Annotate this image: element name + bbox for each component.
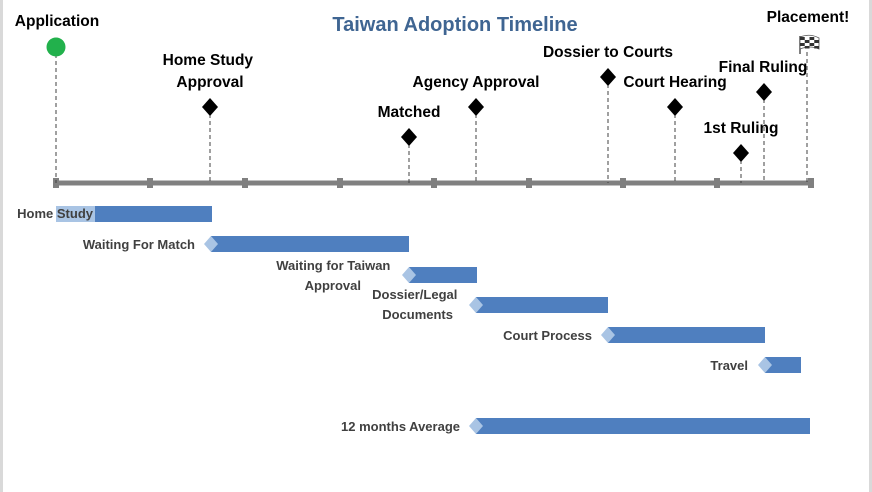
task-waiting-for-taiwan-approval: Waiting for Taiwan Approval	[276, 258, 477, 293]
task-label: Dossier/Legal Documents	[372, 287, 461, 322]
tasks: Home Study Waiting For Match Waiting for…	[17, 206, 810, 434]
diamond-icon	[667, 98, 683, 116]
milestone-home-study-approval: Home Study Approval	[163, 52, 258, 183]
task-court-process: Court Process	[503, 327, 765, 343]
axis-tick	[808, 178, 814, 188]
axis-tick	[147, 178, 153, 188]
task-label: Waiting For Match	[83, 237, 195, 252]
task-dossier-legal-documents: Dossier/Legal Documents	[372, 287, 608, 322]
axis-tick	[242, 178, 248, 188]
task-start-diamond-icon	[402, 267, 416, 283]
milestone-label: Application	[15, 13, 99, 30]
milestones: Application Home Study Approval Matched …	[15, 9, 850, 183]
task-start-diamond-icon	[469, 297, 483, 313]
milestone-label: 1st Ruling	[704, 120, 779, 137]
axis-tick	[337, 178, 343, 188]
milestone-final-ruling: Final Ruling	[719, 59, 808, 183]
task-bar	[476, 297, 608, 313]
milestone-label: Dossier to Courts	[543, 44, 673, 61]
start-circle-icon	[46, 37, 66, 57]
diamond-icon	[756, 83, 772, 101]
milestone-label: Matched	[378, 104, 441, 121]
axis-tick	[526, 178, 532, 188]
task-bar	[608, 327, 765, 343]
axis-tick	[431, 178, 437, 188]
task-bar	[211, 236, 409, 252]
milestone-label: Placement!	[767, 9, 850, 26]
milestone-label: Agency Approval	[413, 74, 540, 91]
milestone-1st-ruling: 1st Ruling	[704, 120, 779, 183]
milestone-dossier-to-courts: Dossier to Courts	[543, 44, 673, 183]
task-label: Court Process	[503, 328, 592, 343]
task-start-diamond-icon	[758, 357, 772, 373]
milestone-application: Application	[15, 13, 99, 183]
axis-tick	[620, 178, 626, 188]
diamond-icon	[733, 144, 749, 162]
axis-tick	[714, 178, 720, 188]
task-bar	[765, 357, 801, 373]
milestone-placement: Placement!	[767, 9, 850, 183]
diamond-icon	[401, 128, 417, 146]
chart-title: Taiwan Adoption Timeline	[332, 14, 577, 36]
task-start-diamond-icon	[204, 236, 218, 252]
task-home-study: Home Study	[17, 206, 212, 222]
milestone-label: Court Hearing	[623, 74, 726, 91]
task-label: Home Study	[17, 206, 94, 221]
diamond-icon	[600, 68, 616, 86]
task-bar-highlight	[56, 206, 95, 222]
milestone-agency-approval: Agency Approval	[413, 74, 540, 183]
checkered-flag-icon	[799, 34, 820, 54]
task-bar	[409, 267, 477, 283]
task-travel: Travel	[710, 357, 801, 373]
task-start-diamond-icon	[601, 327, 615, 343]
timeline-canvas: Taiwan Adoption Timeline Application Hom…	[15, 9, 850, 434]
diamond-icon	[468, 98, 484, 116]
task-waiting-for-match: Waiting For Match	[83, 236, 409, 252]
milestone-label: Final Ruling	[719, 59, 808, 76]
task-bar	[476, 418, 810, 434]
task-start-diamond-icon	[469, 418, 483, 434]
task-label: Travel	[710, 358, 748, 373]
milestone-court-hearing: Court Hearing	[623, 74, 727, 183]
task-label: Waiting for Taiwan Approval	[276, 258, 394, 293]
task-12-months-average: 12 months Average	[341, 418, 810, 434]
milestone-label: Home Study Approval	[163, 52, 258, 91]
diamond-icon	[202, 98, 218, 116]
milestone-matched: Matched	[378, 104, 441, 183]
task-label: 12 months Average	[341, 419, 460, 434]
